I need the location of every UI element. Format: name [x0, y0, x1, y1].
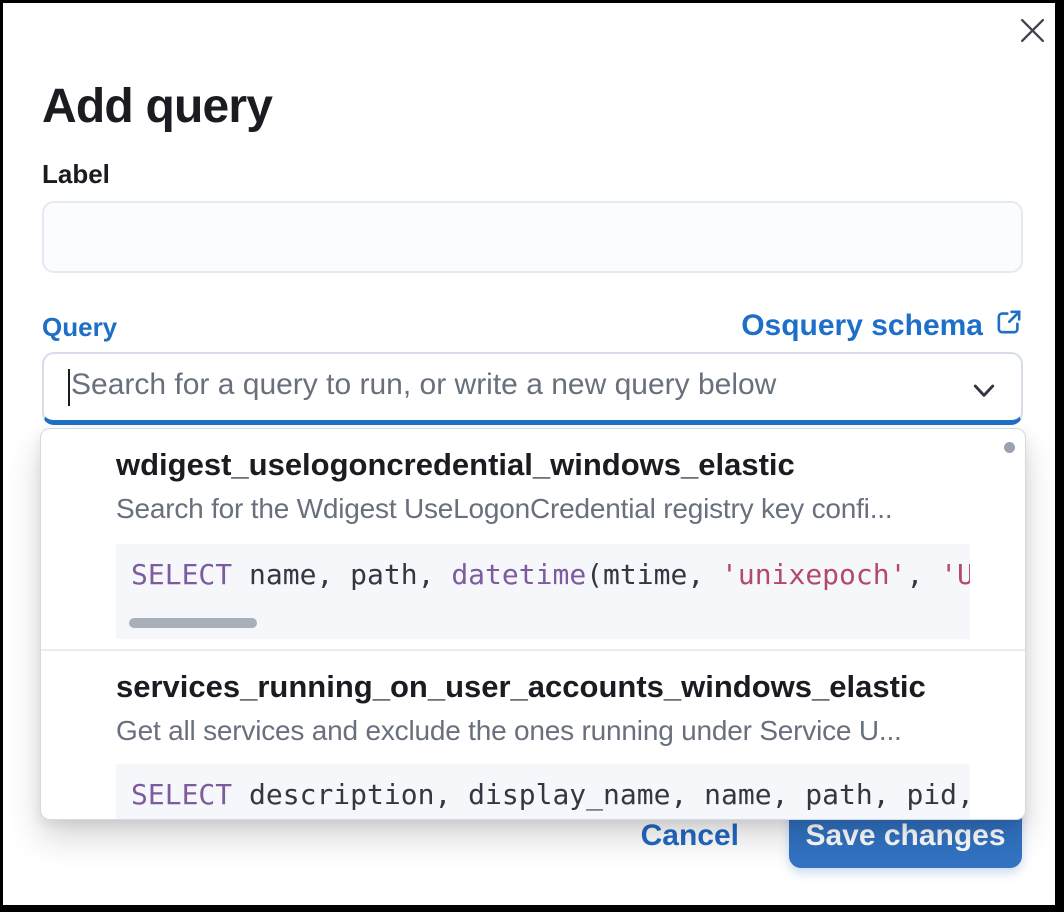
query-option-code-block: SELECT name, path, datetime(mtime, 'unix… [116, 544, 970, 639]
label-input[interactable] [42, 201, 1023, 273]
query-combobox[interactable] [42, 352, 1023, 425]
chevron-down-icon[interactable] [969, 376, 999, 411]
close-icon [1019, 17, 1046, 47]
query-option-title: wdigest_uselogoncredential_windows_elast… [116, 447, 795, 482]
query-field-label: Query [42, 312, 118, 342]
query-option-description: Search for the Wdigest UseLogonCredentia… [116, 493, 893, 524]
modal-title: Add query [42, 80, 273, 134]
query-search-input[interactable] [44, 354, 1021, 420]
query-option-code-block: SELECT description, display_name, name, … [116, 764, 970, 819]
horizontal-scrollbar-thumb[interactable] [129, 618, 257, 628]
osquery-schema-link-label: Osquery schema [741, 309, 983, 342]
sql-code: SELECT name, path, datetime(mtime, 'unix… [131, 558, 970, 591]
osquery-schema-link[interactable]: Osquery schema [741, 308, 1023, 344]
close-modal-button[interactable] [1011, 11, 1053, 53]
options-divider [41, 649, 1025, 651]
text-caret [68, 369, 70, 406]
query-suggestions-dropdown: wdigest_uselogoncredential_windows_elast… [40, 428, 1026, 820]
cancel-button[interactable]: Cancel [640, 819, 739, 852]
query-option-wdigest[interactable]: wdigest_uselogoncredential_windows_elast… [41, 429, 1025, 649]
vertical-scrollbar-thumb[interactable] [1004, 442, 1015, 453]
query-option-description: Get all services and exclude the ones ru… [116, 715, 902, 746]
query-option-services[interactable]: services_running_on_user_accounts_window… [41, 651, 1025, 819]
sql-code: SELECT description, display_name, name, … [131, 778, 970, 811]
label-field-label: Label [42, 159, 110, 189]
external-link-icon [995, 308, 1023, 344]
query-option-title: services_running_on_user_accounts_window… [116, 669, 926, 704]
